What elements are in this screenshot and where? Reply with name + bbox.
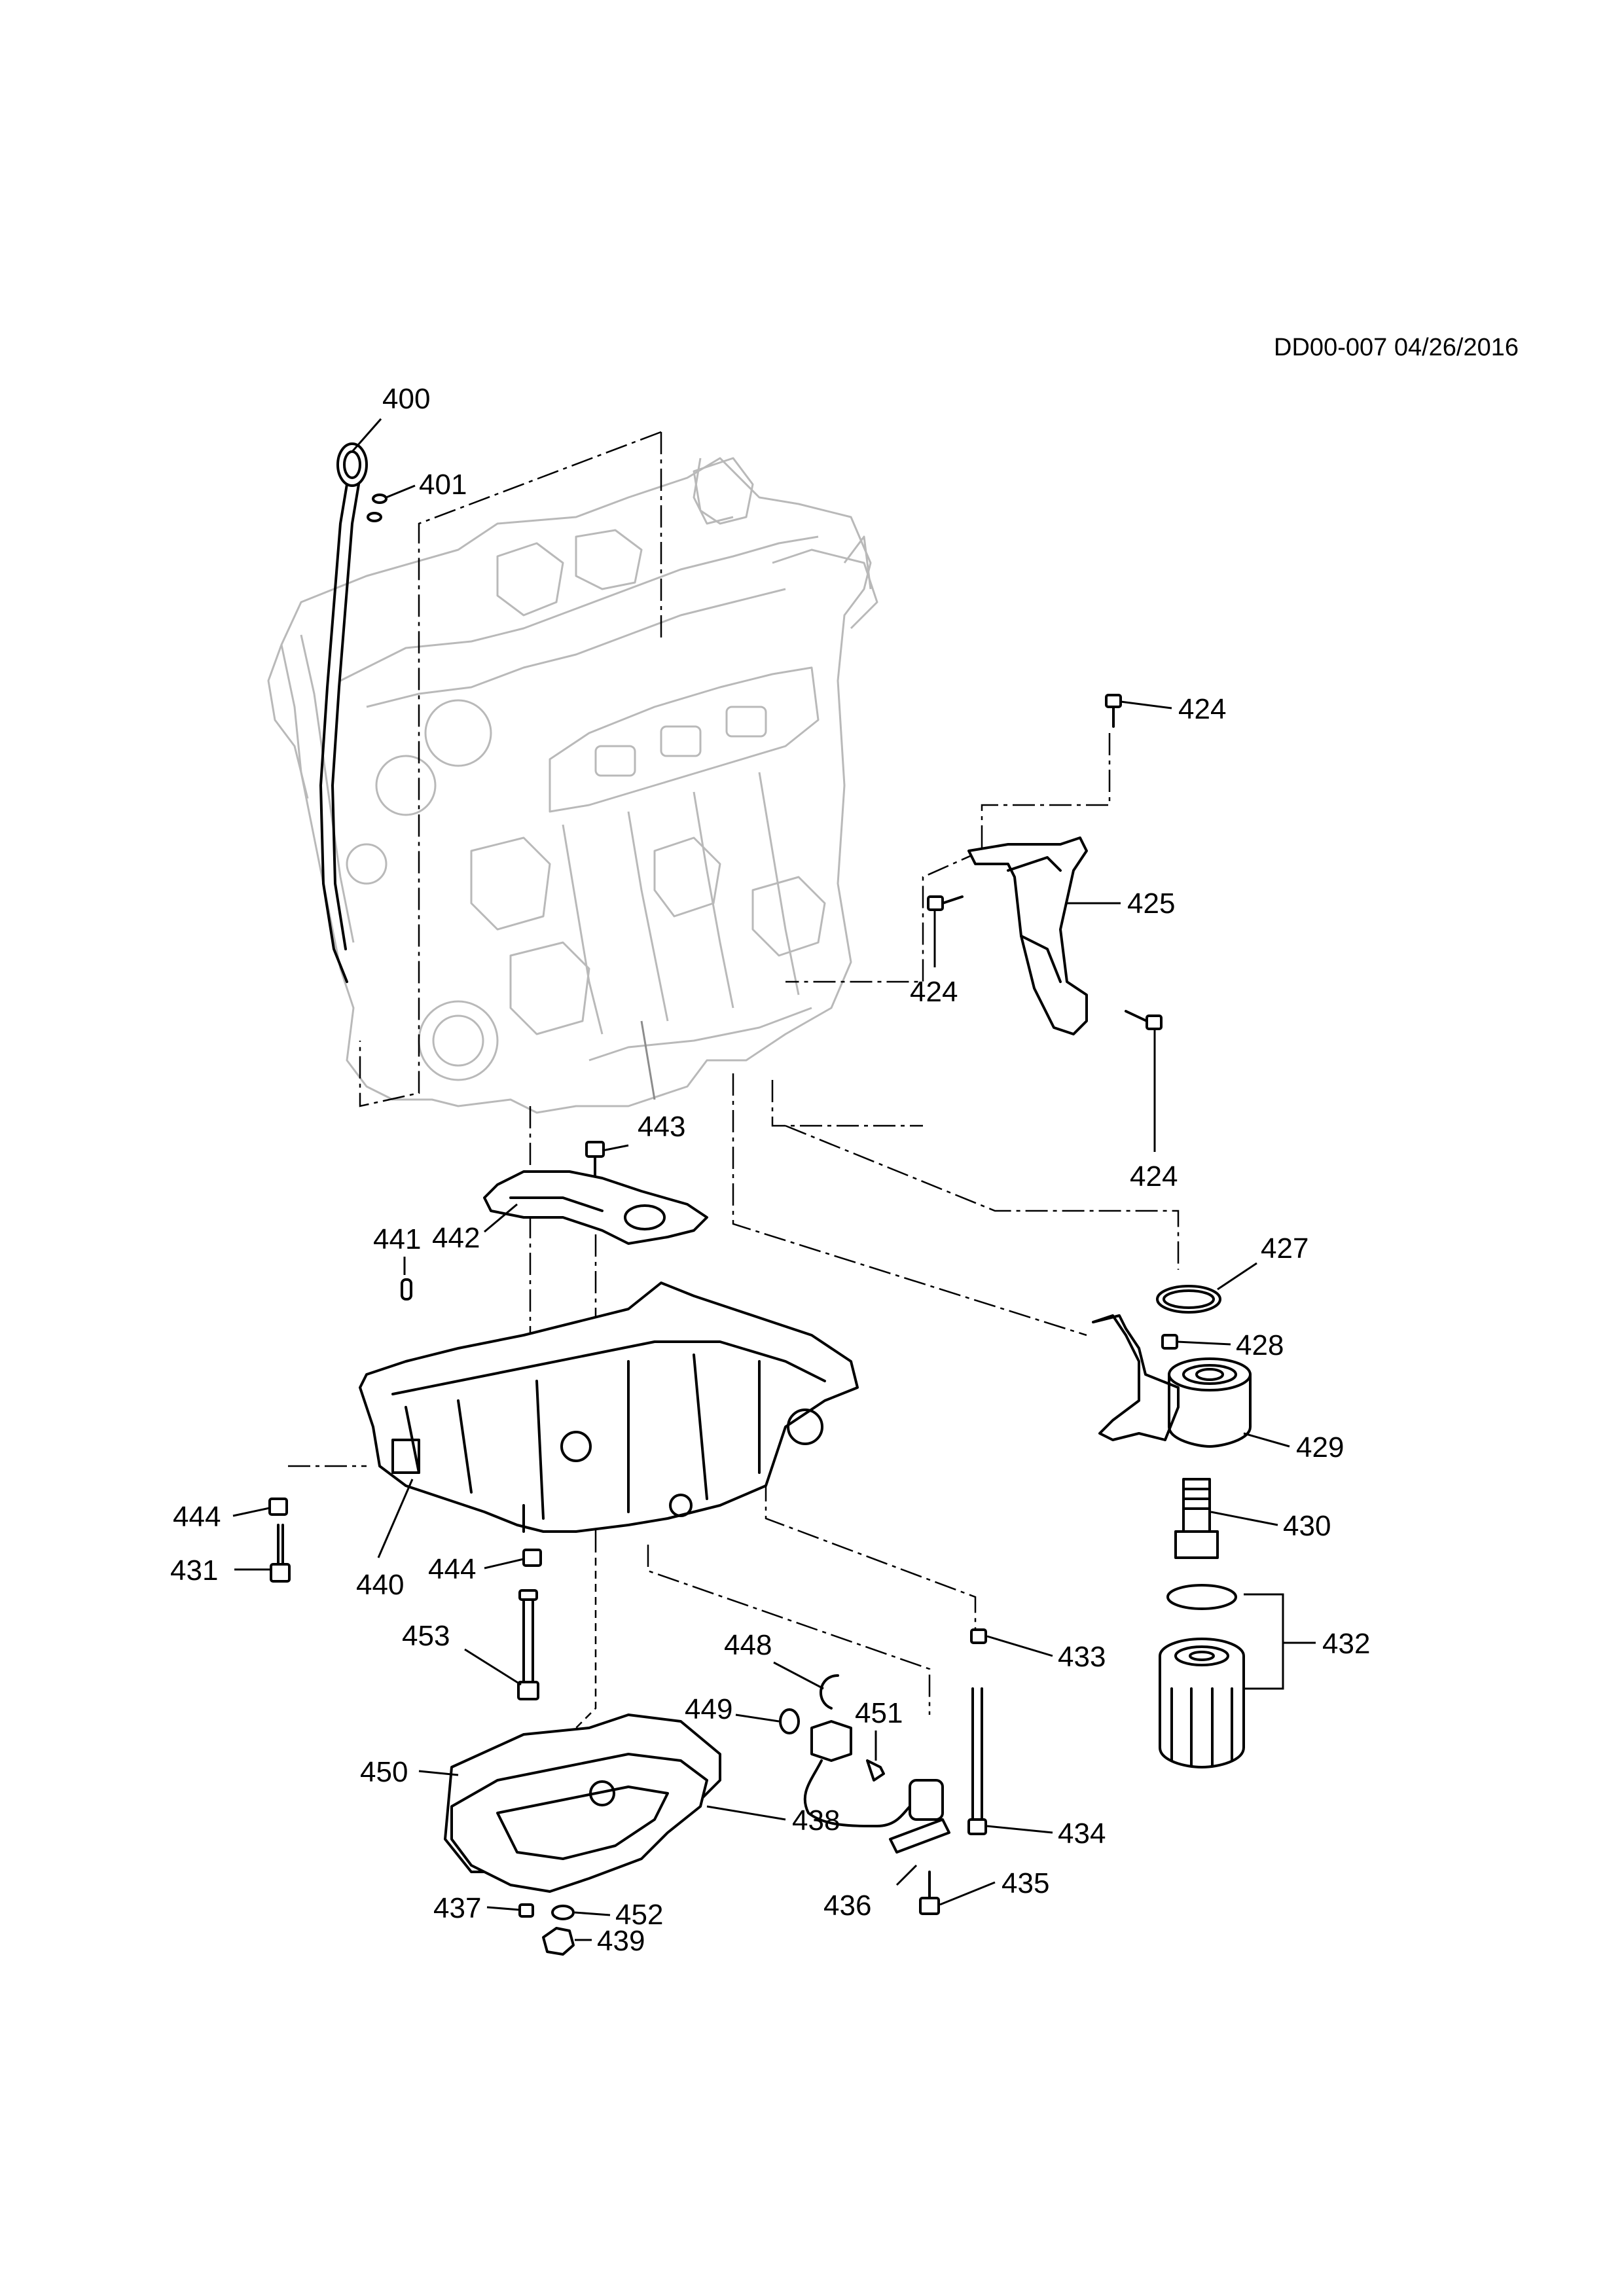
part-stud-433 xyxy=(970,1628,987,1644)
callout-425: 425 xyxy=(1127,888,1175,920)
engine-assembly xyxy=(267,457,878,1114)
part-bracket-425 xyxy=(967,836,1088,1035)
callout-442: 442 xyxy=(432,1222,480,1254)
callout-436: 436 xyxy=(823,1890,871,1922)
part-oil-pan-lower xyxy=(450,1753,708,1893)
assembly-lines xyxy=(288,431,1180,1729)
part-oil-cooler-429 xyxy=(1092,1314,1252,1448)
callout-430: 430 xyxy=(1283,1510,1331,1542)
part-o-rings xyxy=(367,493,388,522)
callout-labels: 400 401 424 424 424 425 427 428 429 430 … xyxy=(170,383,1370,1957)
callout-401: 401 xyxy=(419,469,467,501)
callout-444-left: 444 xyxy=(173,1501,221,1533)
callout-453: 453 xyxy=(402,1620,450,1652)
callout-427: 427 xyxy=(1261,1232,1308,1265)
callout-424-top: 424 xyxy=(1178,693,1226,725)
part-retainer-448 xyxy=(820,1674,839,1710)
document-reference: DD00-007 04/26/2016 xyxy=(1274,334,1519,361)
callout-435: 435 xyxy=(1001,1867,1049,1899)
part-bolt-437 xyxy=(518,1903,534,1918)
part-oil-filter-432 xyxy=(1159,1584,1245,1768)
callout-439: 439 xyxy=(597,1925,645,1957)
part-sensor-436 xyxy=(803,1720,950,1854)
callout-450: 450 xyxy=(360,1756,408,1788)
callout-431: 431 xyxy=(170,1554,218,1587)
callout-433: 433 xyxy=(1058,1641,1106,1673)
callout-441: 441 xyxy=(373,1223,421,1255)
part-seal-427 xyxy=(1156,1285,1221,1314)
callout-451: 451 xyxy=(855,1697,903,1729)
callout-452: 452 xyxy=(615,1899,663,1931)
callout-434: 434 xyxy=(1058,1818,1106,1850)
callout-437: 437 xyxy=(433,1892,481,1924)
leader-lines xyxy=(232,418,1316,1941)
part-baffle-442 xyxy=(483,1170,708,1245)
part-washer-452 xyxy=(551,1905,575,1920)
part-bolt-428 xyxy=(1161,1334,1178,1350)
part-bolt-434 xyxy=(967,1687,987,1835)
part-bolt-424-low xyxy=(1125,1010,1163,1030)
callout-432: 432 xyxy=(1322,1628,1370,1660)
callout-444-mid: 444 xyxy=(428,1553,476,1585)
part-stud-431 xyxy=(270,1524,291,1583)
callout-429: 429 xyxy=(1296,1431,1344,1463)
callout-448: 448 xyxy=(724,1629,772,1661)
part-oil-pan-gasket xyxy=(444,1713,721,1873)
callout-428: 428 xyxy=(1236,1329,1284,1361)
part-oil-pan-upper xyxy=(359,1282,859,1533)
part-bolt-443 xyxy=(585,1141,605,1179)
part-seal-449 xyxy=(779,1708,800,1734)
part-bolt-453 xyxy=(517,1589,539,1700)
callout-443: 443 xyxy=(638,1111,685,1143)
callout-400: 400 xyxy=(382,383,430,415)
callout-440: 440 xyxy=(356,1569,404,1601)
part-bolt-424-mid xyxy=(927,895,964,911)
callout-449: 449 xyxy=(685,1693,732,1725)
part-nut-444-left xyxy=(268,1498,288,1516)
part-nut-444-mid xyxy=(522,1549,542,1567)
callout-424-low: 424 xyxy=(1130,1160,1178,1193)
part-bolt-435 xyxy=(919,1871,940,1915)
part-drain-plug-439 xyxy=(542,1927,575,1956)
part-adapter-430 xyxy=(1174,1478,1219,1559)
callout-424-mid: 424 xyxy=(910,976,958,1008)
part-bolt-424-top xyxy=(1105,694,1122,728)
part-clip-451 xyxy=(866,1759,885,1782)
callout-438: 438 xyxy=(792,1804,840,1837)
part-dowel-441 xyxy=(401,1278,412,1300)
